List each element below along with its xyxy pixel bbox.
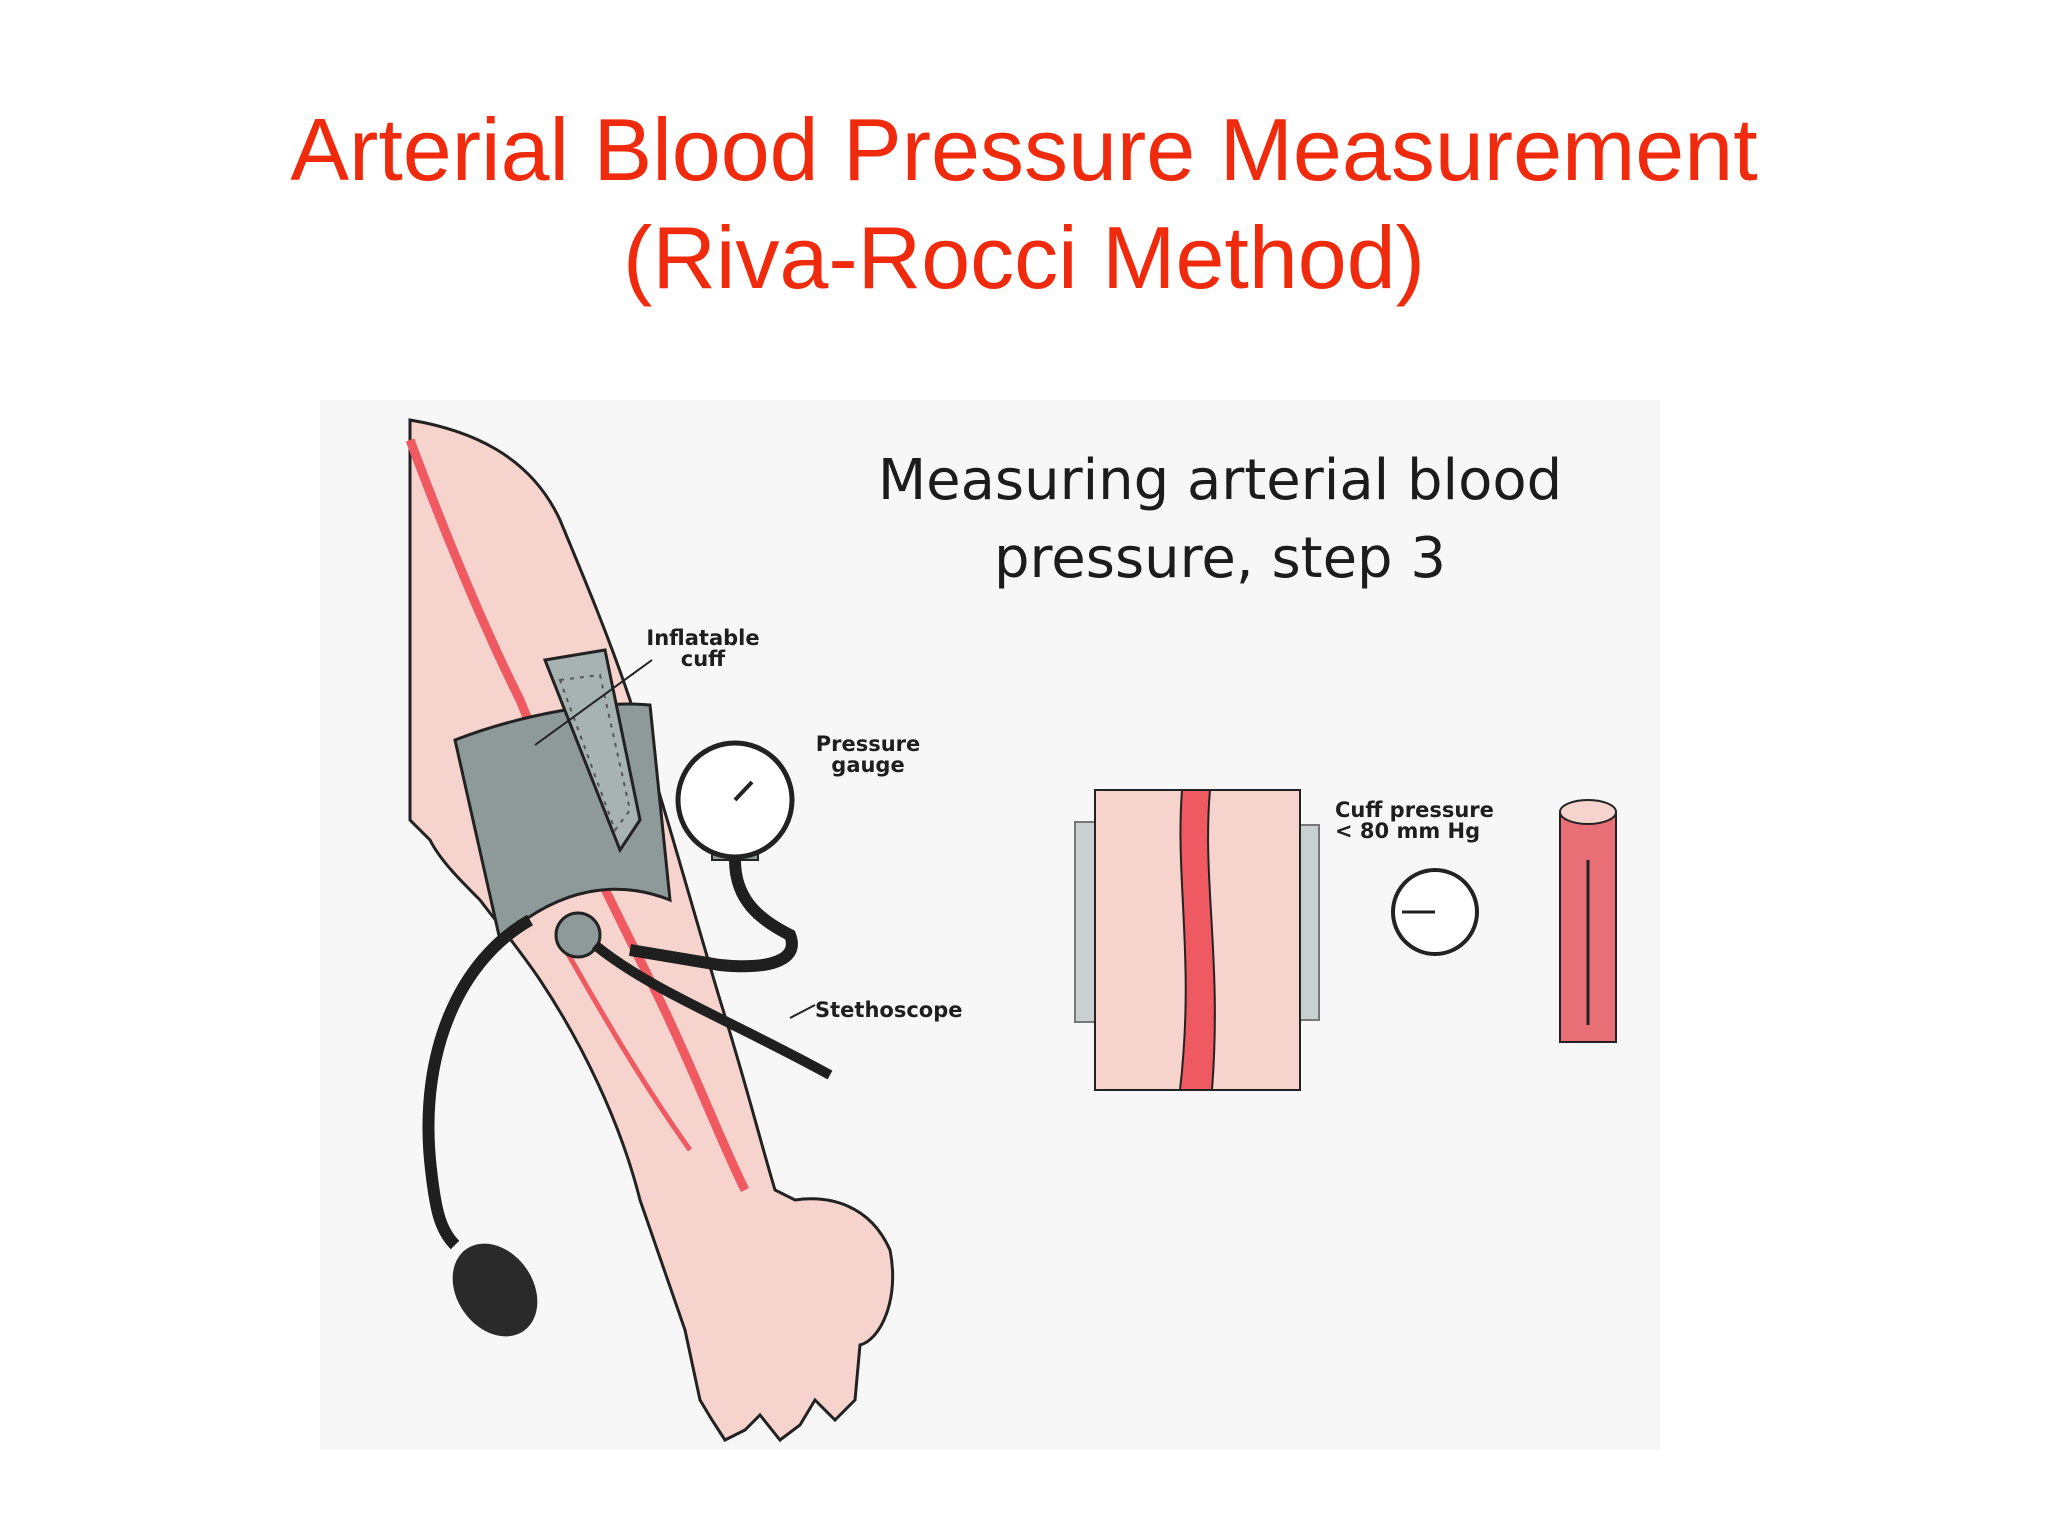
cuff-pressure-label-line2: < 80 mm Hg	[1335, 819, 1481, 843]
stethoscope-label-text: Stethoscope	[815, 998, 963, 1022]
gauge-label: Pressure gauge	[805, 734, 931, 776]
slide-title-line1: Arterial Blood Pressure Measurement	[290, 100, 1758, 199]
cuff-label-line2: cuff	[680, 647, 726, 671]
stethoscope-tubing	[591, 941, 833, 1080]
gauge-label-line2: gauge	[831, 753, 905, 777]
gauge-label-line1: Pressure	[815, 732, 921, 756]
cuff-pressure-label-line1: Cuff pressure	[1335, 798, 1494, 822]
forearm-artery-line	[557, 938, 693, 1152]
artery-band	[1178, 789, 1216, 1091]
blood-vessel-icon	[1559, 799, 1617, 1043]
inflatable-cuff-icon	[453, 648, 672, 943]
stethoscope-label: Stethoscope	[815, 1000, 962, 1021]
slide-title-line2: (Riva-Rocci Method)	[623, 208, 1425, 307]
cuff-pressure-label: Cuff pressure < 80 mm Hg	[1335, 800, 1494, 842]
cuff-callout-line	[534, 659, 653, 746]
arm-shape	[408, 418, 895, 1443]
gauge-tubing	[629, 859, 798, 973]
stethoscope-chestpiece	[554, 911, 602, 959]
bulb-tubing	[422, 914, 533, 1250]
vessel-opening	[1559, 799, 1617, 825]
stethoscope-icon	[554, 911, 833, 1080]
figure-heading-line2: pressure, step 3	[993, 526, 1447, 591]
bulb	[452, 1243, 538, 1337]
cuff-label-line1: Inflatable	[646, 626, 760, 650]
cuff-left-side	[1074, 821, 1098, 1023]
artery-cross-section-icon	[1074, 789, 1320, 1091]
gauge-needle	[733, 780, 754, 802]
stethoscope-callout-line	[789, 1004, 816, 1019]
cuff-label: Inflatable cuff	[638, 628, 768, 670]
figure-heading-line1: Measuring arterial blood	[877, 448, 1563, 513]
small-gauge-icon	[1391, 868, 1479, 956]
inflation-bulb-icon	[422, 914, 538, 1337]
pressure-gauge-icon	[629, 740, 798, 973]
slide-title: Arterial Blood Pressure Measurement (Riv…	[0, 96, 2048, 312]
figure-heading: Measuring arterial blood pressure, step …	[800, 442, 1640, 598]
cuff-flap	[542, 648, 642, 854]
